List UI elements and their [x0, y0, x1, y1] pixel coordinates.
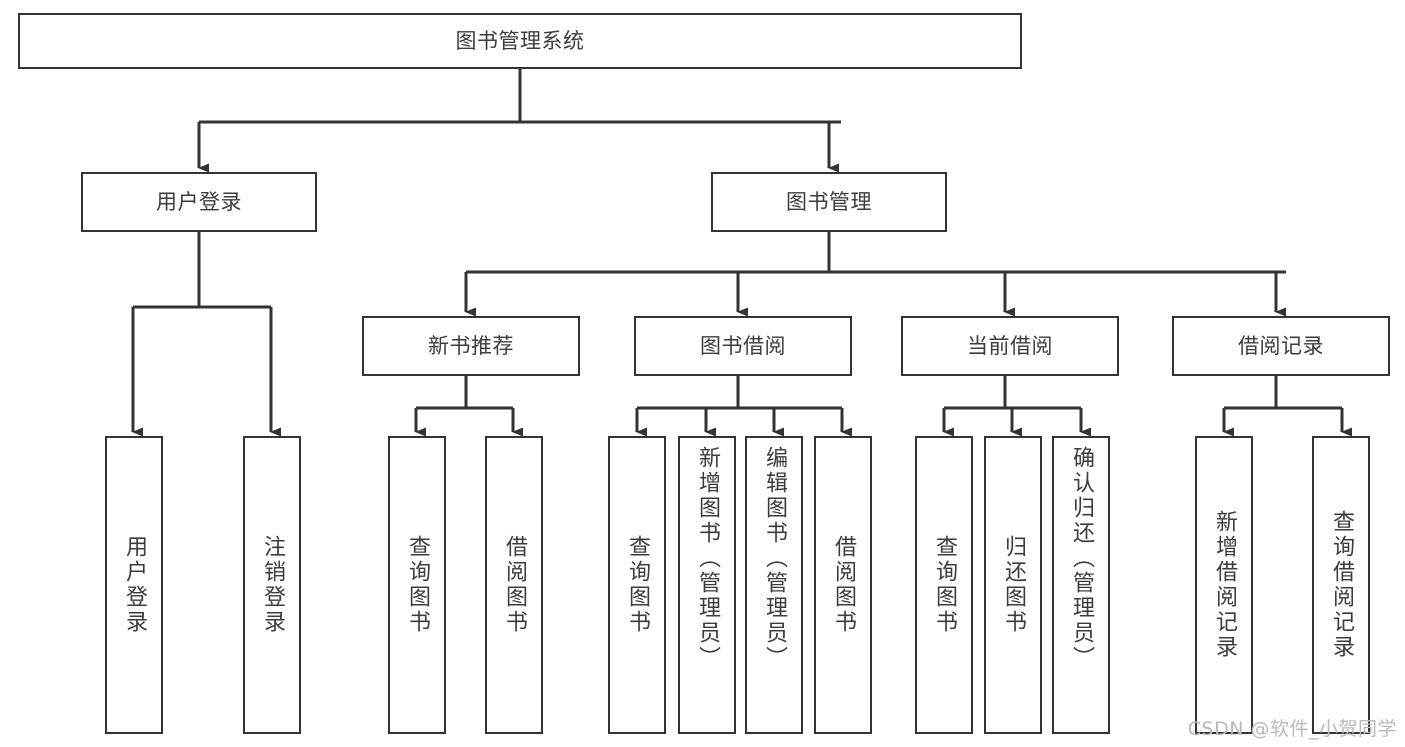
node-leaf-user-login-label: 用户登录: [122, 535, 147, 635]
node-leaf-borrow-book-1-label: 借阅图书: [502, 535, 527, 635]
node-leaf-query-borrow-record[interactable]: 查询借阅记录: [1312, 436, 1370, 734]
node-book-management[interactable]: 图书管理: [711, 172, 947, 232]
node-leaf-return-book[interactable]: 归还图书: [984, 436, 1042, 734]
node-current-borrow-label: 当前借阅: [967, 333, 1053, 358]
node-leaf-query-book-3-label: 查询图书: [932, 535, 957, 635]
node-leaf-edit-book-admin[interactable]: 编辑图书（管理员）: [745, 436, 803, 734]
node-leaf-confirm-return-admin-label: 确认归还（管理员）: [1069, 446, 1094, 671]
node-leaf-query-book-1[interactable]: 查询图书: [388, 436, 446, 734]
node-current-borrow[interactable]: 当前借阅: [901, 316, 1119, 376]
node-user-login[interactable]: 用户登录: [81, 172, 317, 232]
node-leaf-add-borrow-record[interactable]: 新增借阅记录: [1195, 436, 1253, 734]
node-book-management-label: 图书管理: [786, 189, 872, 214]
watermark-text: CSDN @软件_小贺同学: [1187, 718, 1397, 740]
node-leaf-add-book-admin-label: 新增图书（管理员）: [695, 446, 720, 671]
node-leaf-logout-login[interactable]: 注销登录: [243, 436, 301, 734]
node-book-borrow-label: 图书借阅: [700, 333, 786, 358]
node-new-book-recommend-label: 新书推荐: [428, 333, 514, 358]
node-borrow-records-label: 借阅记录: [1238, 333, 1324, 358]
node-root-label: 图书管理系统: [455, 28, 585, 53]
node-leaf-query-book-1-label: 查询图书: [405, 535, 430, 635]
node-leaf-confirm-return-admin[interactable]: 确认归还（管理员）: [1052, 436, 1110, 734]
node-leaf-query-borrow-record-label: 查询借阅记录: [1329, 510, 1354, 660]
node-user-login-label: 用户登录: [156, 189, 242, 214]
node-leaf-query-book-2[interactable]: 查询图书: [608, 436, 666, 734]
node-leaf-return-book-label: 归还图书: [1001, 535, 1026, 635]
node-new-book-recommend[interactable]: 新书推荐: [362, 316, 580, 376]
node-leaf-borrow-book-1[interactable]: 借阅图书: [485, 436, 543, 734]
node-leaf-borrow-book-2[interactable]: 借阅图书: [814, 436, 872, 734]
node-book-borrow[interactable]: 图书借阅: [634, 316, 852, 376]
node-leaf-query-book-3[interactable]: 查询图书: [915, 436, 973, 734]
node-root[interactable]: 图书管理系统: [18, 13, 1022, 69]
node-leaf-add-borrow-record-label: 新增借阅记录: [1212, 510, 1237, 660]
node-leaf-borrow-book-2-label: 借阅图书: [831, 535, 856, 635]
node-leaf-user-login[interactable]: 用户登录: [105, 436, 163, 734]
node-leaf-query-book-2-label: 查询图书: [625, 535, 650, 635]
node-leaf-add-book-admin[interactable]: 新增图书（管理员）: [678, 436, 736, 734]
node-leaf-logout-login-label: 注销登录: [260, 535, 285, 635]
node-borrow-records[interactable]: 借阅记录: [1172, 316, 1390, 376]
node-leaf-edit-book-admin-label: 编辑图书（管理员）: [762, 446, 787, 671]
